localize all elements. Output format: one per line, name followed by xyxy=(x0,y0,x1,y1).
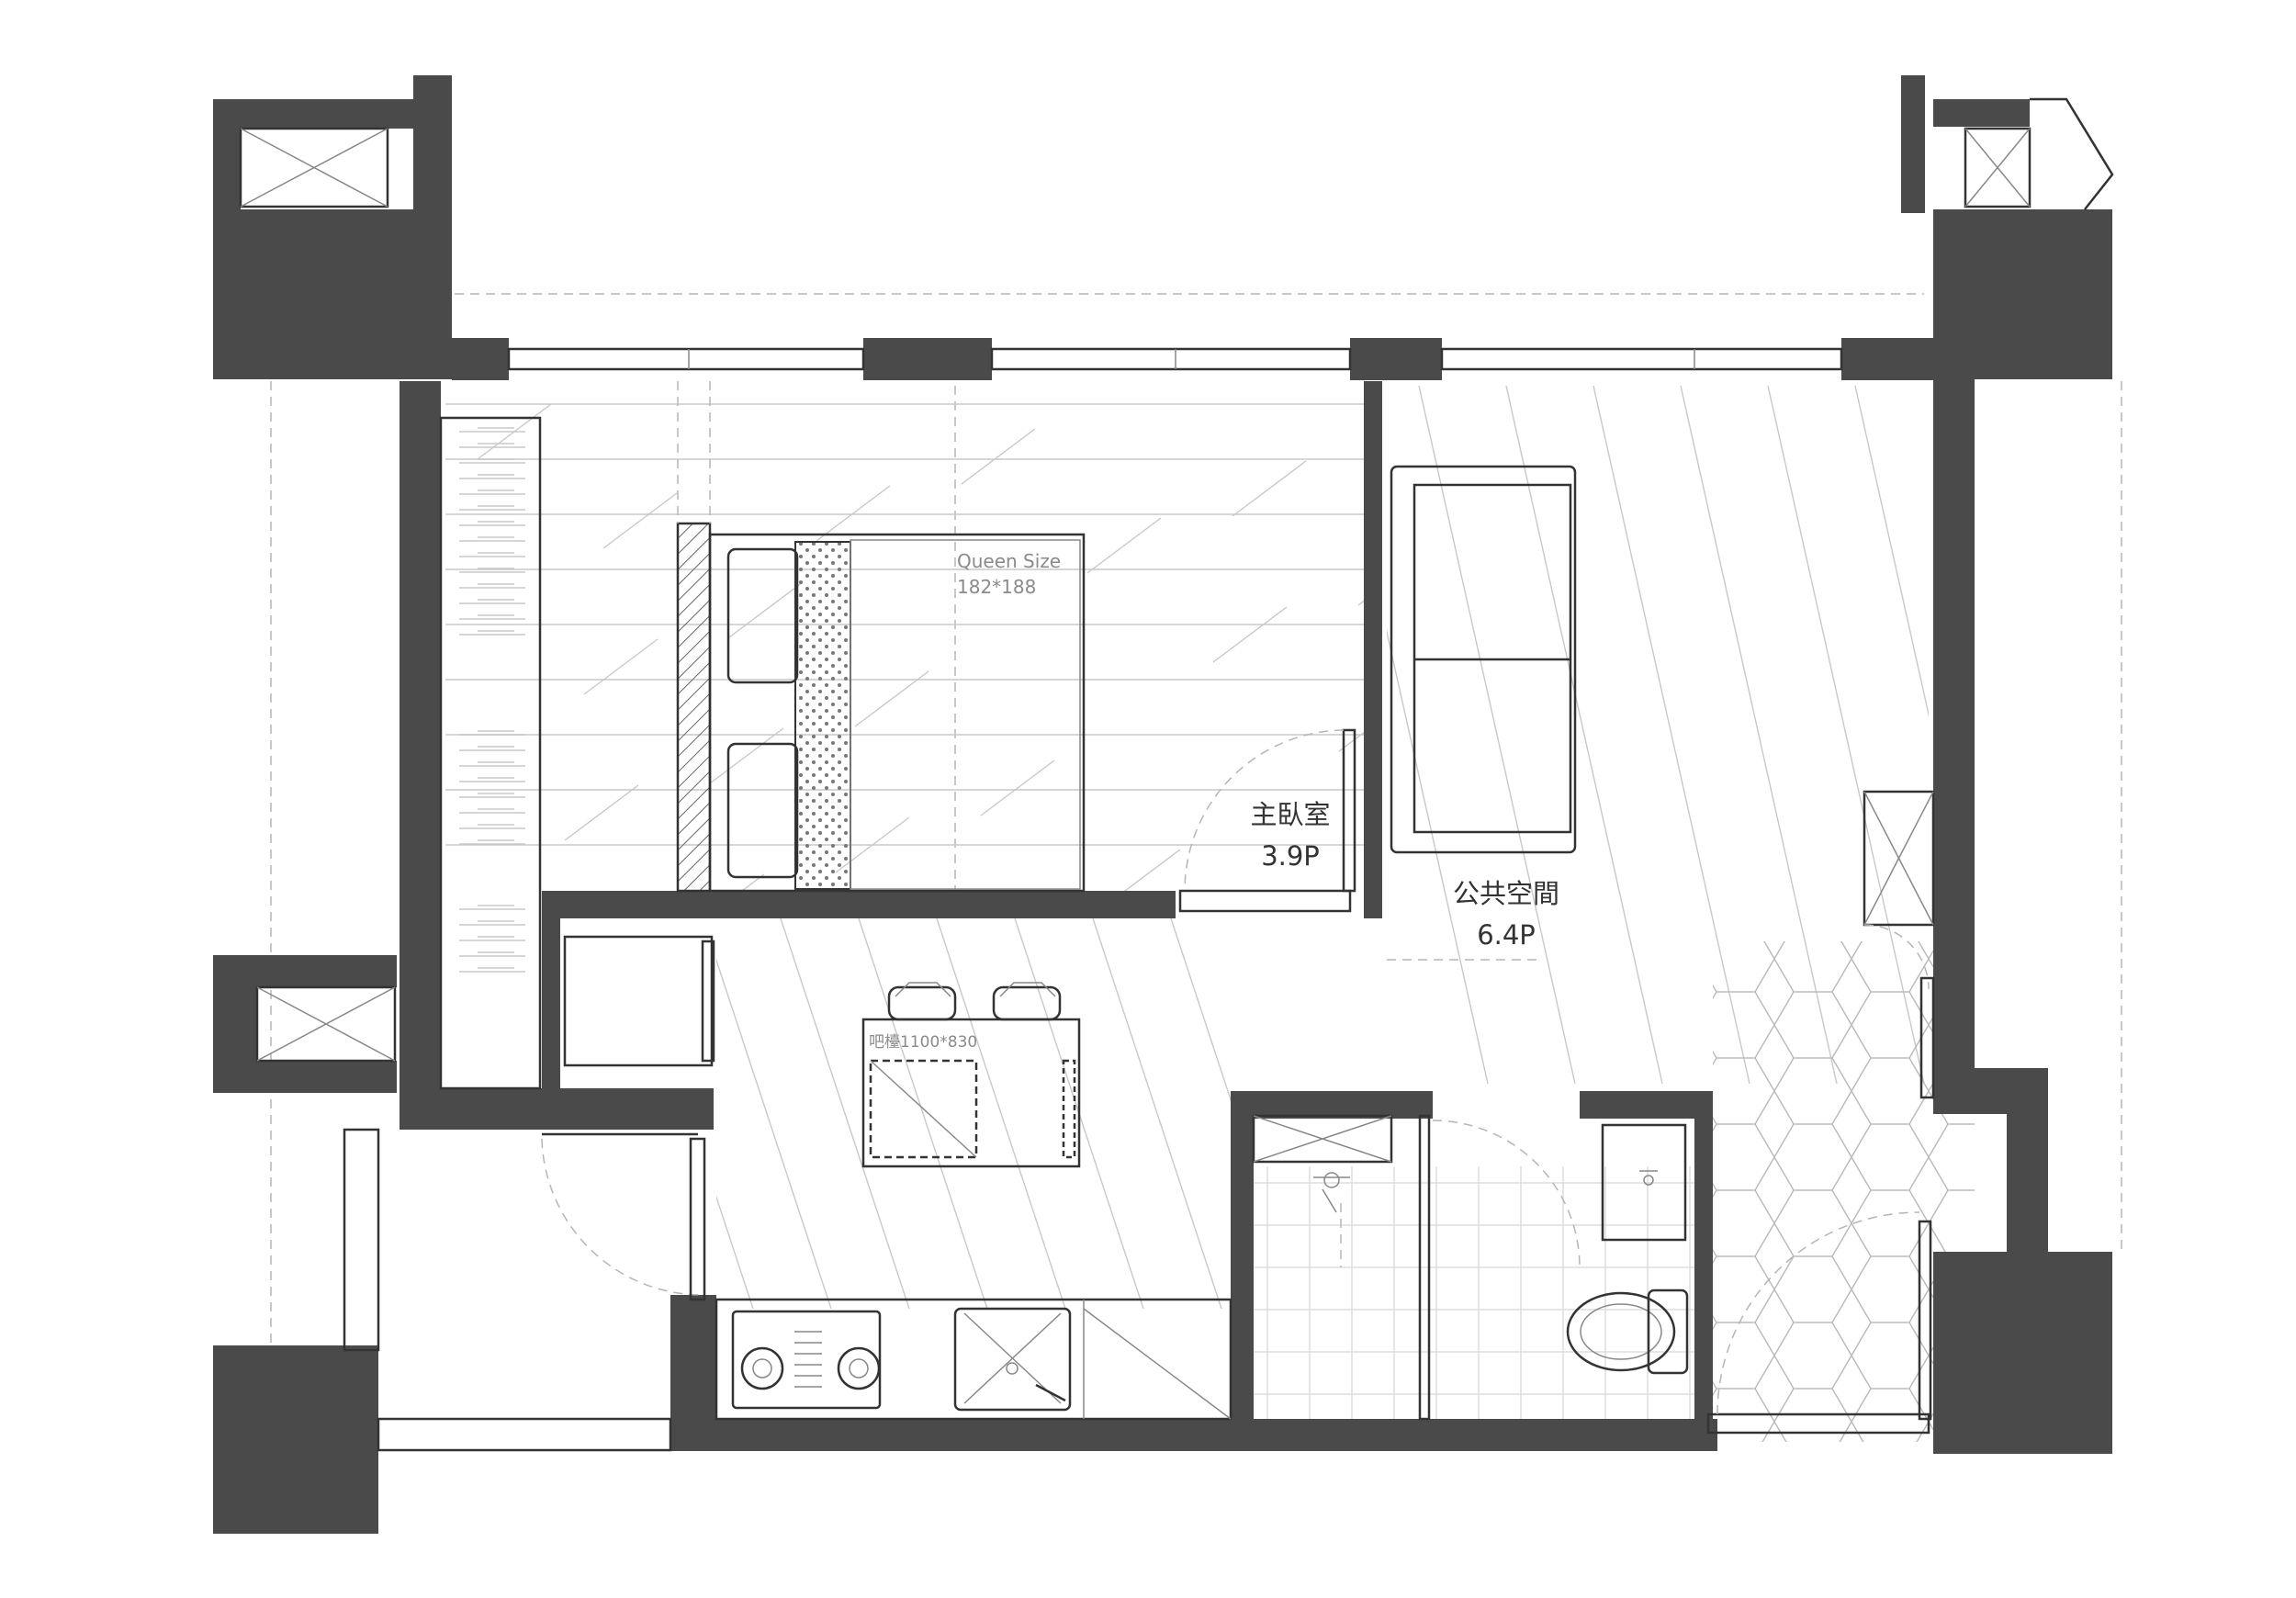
floor-line xyxy=(735,873,765,895)
master-bedroom-label: 主臥室 xyxy=(1250,799,1330,830)
floor-line xyxy=(1092,918,1222,1309)
entry-door xyxy=(1706,1211,1932,1435)
refrigerator xyxy=(563,935,715,1067)
floor-line xyxy=(961,428,1036,485)
floor-line xyxy=(1232,460,1307,517)
reference-lines xyxy=(270,293,2122,1350)
windows xyxy=(239,97,2114,1452)
bathroom-fixtures xyxy=(1313,1114,1689,1421)
bed xyxy=(676,381,1086,893)
floor-line xyxy=(716,1195,754,1309)
public-space-label: 公共空間 xyxy=(1453,878,1559,909)
bathroom-tile-floor xyxy=(1254,1166,1713,1419)
kitchen-floor-pattern xyxy=(716,918,1231,1309)
bed-dimensions: 182*188 xyxy=(957,576,1036,598)
wardrobe xyxy=(439,416,542,1090)
floor-line xyxy=(2030,386,2186,1084)
floor-line xyxy=(583,638,658,695)
floor-line xyxy=(1418,386,1576,1084)
bar-chair xyxy=(887,982,957,1021)
floor-line xyxy=(858,918,988,1309)
floor-line xyxy=(602,492,678,549)
side-door xyxy=(541,1132,706,1301)
floor-line xyxy=(936,918,1066,1309)
floor-line xyxy=(709,727,784,784)
bar-counter-label: 吧檯1100*830 xyxy=(869,1033,977,1052)
floor-line xyxy=(816,485,891,542)
bed-size-label: Queen Size xyxy=(957,550,1061,572)
floor-line xyxy=(564,784,639,841)
floor-line xyxy=(780,918,910,1309)
walls xyxy=(213,75,2112,1534)
bedroom-door xyxy=(1178,728,1356,913)
floor-line xyxy=(1387,629,1489,1084)
bedroom-floor-pattern xyxy=(445,403,1368,895)
public-space-area: 6.4P xyxy=(1477,919,1536,951)
floor-line xyxy=(728,581,804,638)
floor-line xyxy=(1505,386,1663,1084)
floor-line xyxy=(1170,918,1231,1102)
floor-line xyxy=(1854,386,1929,717)
floor-line xyxy=(980,760,1055,816)
kitchen-counter xyxy=(715,1298,1232,1421)
floor-line xyxy=(1338,728,1368,752)
floor-line xyxy=(1118,849,1181,895)
sofa xyxy=(1390,465,1577,854)
bar-chair xyxy=(992,982,1062,1021)
floor-line xyxy=(1086,517,1162,574)
cabinet xyxy=(1863,790,1935,1099)
floor-line xyxy=(716,958,832,1309)
master-bedroom-area: 3.9P xyxy=(1261,840,1320,872)
floor-line xyxy=(1212,606,1288,663)
floor-line xyxy=(854,670,929,727)
bar-counter xyxy=(861,982,1081,1168)
